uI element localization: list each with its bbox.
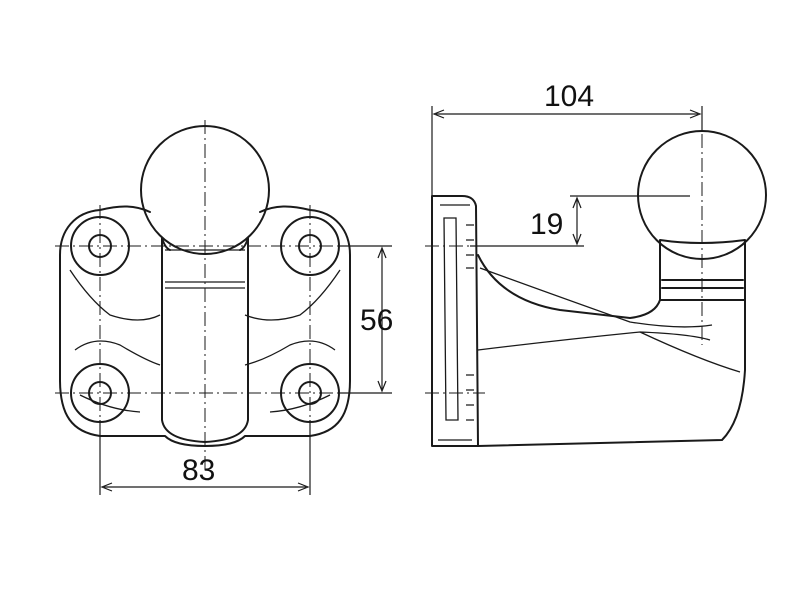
front-view: 56 83 <box>55 120 393 495</box>
dim-104-arrows <box>432 109 702 119</box>
side-bolt-heads <box>466 224 474 421</box>
dim-83-arrows <box>100 482 310 492</box>
dimension-label-56: 56 <box>360 304 393 337</box>
side-flange-slot <box>438 204 472 441</box>
front-ball-neck <box>161 237 249 251</box>
side-arm <box>477 254 746 447</box>
dimension-label-19: 19 <box>530 208 563 241</box>
plate-inner-webbing <box>69 269 341 413</box>
dimension-label-104: 104 <box>544 80 594 113</box>
side-flange-plate <box>431 195 479 447</box>
dimension-label-83: 83 <box>182 454 215 487</box>
dim-19-arrows <box>572 196 582 246</box>
mounting-plate-outline <box>59 205 351 447</box>
side-arm-ribs <box>477 267 741 373</box>
side-view: 104 19 <box>425 80 767 447</box>
dim-56-arrows <box>377 246 387 393</box>
side-neck <box>659 239 746 301</box>
